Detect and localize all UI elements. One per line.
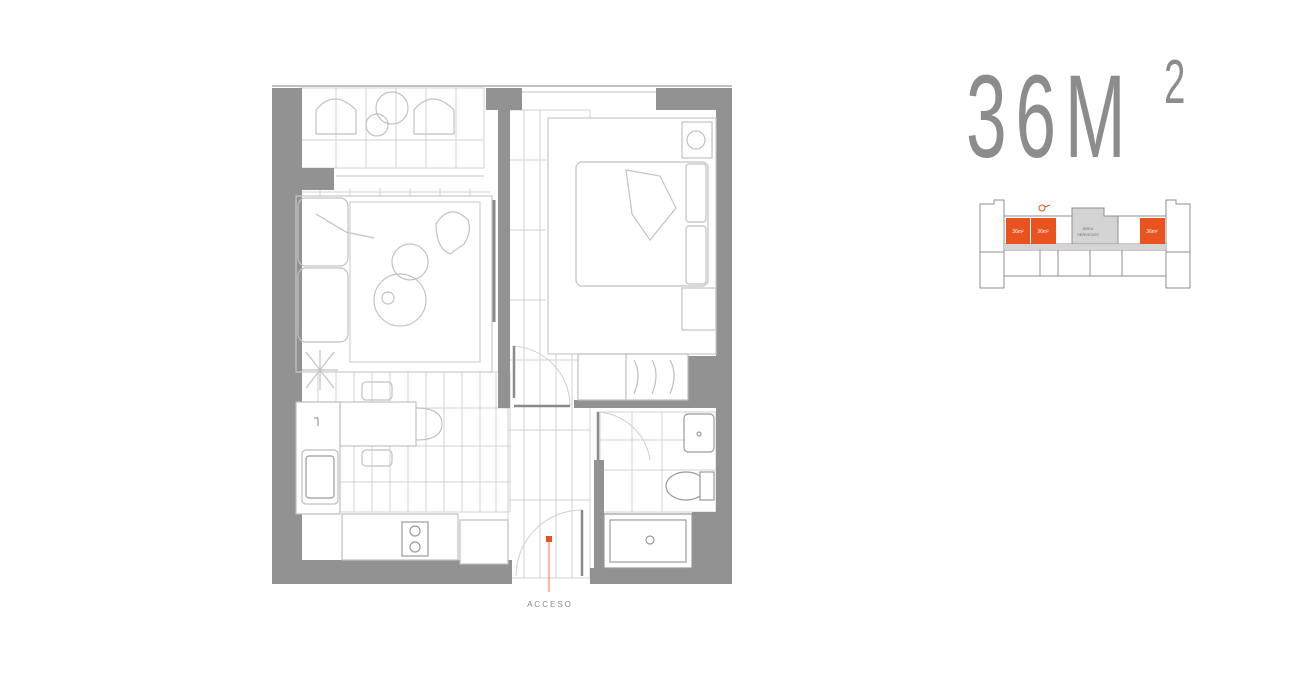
- keyplan-service-area: [1071, 207, 1119, 245]
- area-exponent: 2: [1164, 48, 1186, 117]
- shower-icon: [603, 513, 693, 569]
- area-title: 36M 2: [966, 40, 1226, 180]
- north-arrow-icon: [1038, 204, 1051, 212]
- bed-icon: [575, 161, 717, 331]
- sofa-icon: [297, 197, 375, 343]
- keyplan-left-core: [979, 199, 1005, 253]
- keyplan-service-label: SERVICIOS: [1077, 232, 1099, 237]
- balcony-furniture-icon: [315, 91, 455, 137]
- sink-icon: [683, 413, 715, 453]
- coffee-table-icon: [349, 201, 481, 363]
- stove-icon: [401, 521, 429, 557]
- plant-icon: [681, 121, 713, 159]
- keyplan-right-core: [1165, 199, 1191, 253]
- sink-icon: [305, 417, 335, 499]
- balcony-tiles: [299, 87, 485, 169]
- walls: [272, 88, 732, 584]
- access-label: ACCESO: [527, 600, 573, 609]
- key-plan: 36m² 36m² 36m² ÁREA SERVICIOS: [979, 199, 1191, 289]
- toilet-icon: [665, 471, 715, 501]
- door-swings: [511, 345, 651, 577]
- access-marker: [546, 536, 552, 542]
- closet: [577, 353, 689, 401]
- wood-floor: [299, 109, 591, 579]
- keyplan-unit-label: 36m²: [1037, 229, 1049, 235]
- dining-table-icon: [339, 381, 443, 467]
- living-zone: [295, 195, 493, 373]
- keyplan-service-label: ÁREA: [1083, 226, 1094, 231]
- floor-plan: [272, 85, 732, 592]
- keyplan-unit-label: 36m²: [1146, 229, 1158, 235]
- area-number: 36M: [966, 51, 1135, 183]
- keyplan-unit-highlight: [1006, 218, 1165, 244]
- plant-icon: [302, 350, 338, 390]
- keyplan-unit-label: 36m²: [1012, 229, 1024, 235]
